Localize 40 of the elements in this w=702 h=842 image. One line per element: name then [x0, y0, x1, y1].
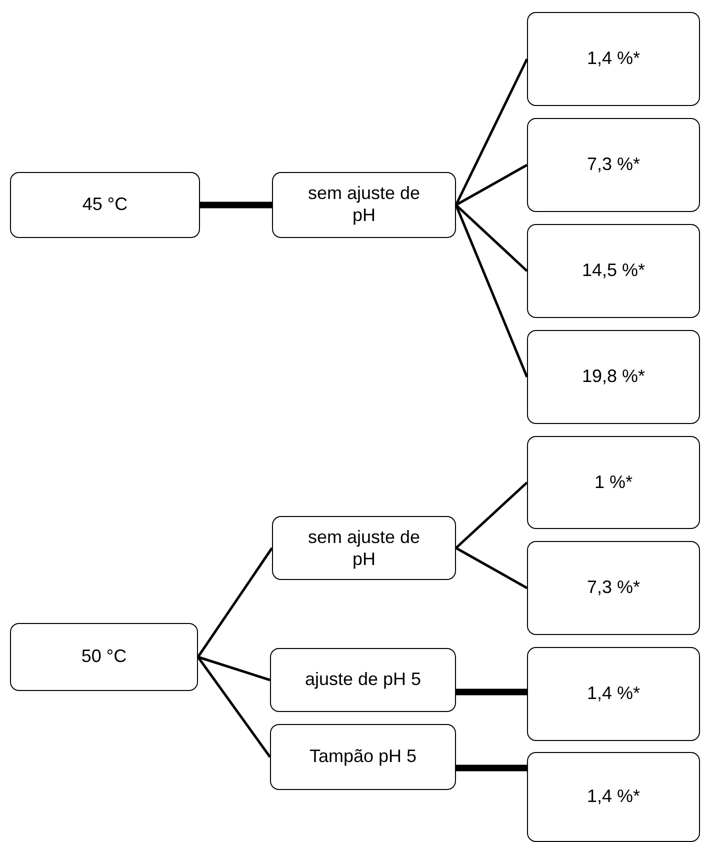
connector-line: [456, 688, 527, 696]
box-label: 1 %*: [594, 472, 633, 494]
rounded-box: [527, 647, 700, 741]
connector-line: [196, 547, 274, 658]
rounded-box: [527, 541, 700, 635]
box-label: Tampão pH 5: [309, 746, 417, 768]
connector-line: [455, 204, 528, 272]
connector-line: [455, 482, 528, 549]
box-label: 19,8 %*: [582, 366, 646, 388]
box-label: 1,4 %*: [586, 48, 640, 70]
rounded-box: [270, 724, 456, 790]
rounded-box: [527, 12, 700, 106]
box-label: 7,3 %*: [586, 154, 640, 176]
connector-line: [455, 546, 528, 590]
rounded-box: [527, 436, 700, 529]
box-label: 50 °C: [81, 646, 127, 668]
box-label: 14,5 %*: [582, 260, 646, 282]
box-label: 1,4 %*: [586, 786, 640, 808]
rounded-box: [10, 172, 200, 238]
box-label: 45 °C: [82, 194, 128, 216]
connector-line: [456, 764, 527, 772]
rounded-box: [527, 118, 700, 212]
box-label: ajuste de pH 5: [304, 669, 422, 691]
connector-line: [454, 58, 528, 206]
connector-line: [454, 204, 528, 378]
connector-line: [455, 164, 528, 206]
rounded-box: [272, 516, 456, 580]
rounded-box: [10, 623, 198, 691]
connector-line: [200, 202, 272, 208]
connector-line: [196, 656, 272, 758]
rounded-box: [270, 648, 456, 712]
connector-line: [198, 656, 270, 682]
box-label: 1,4 %*: [586, 683, 640, 705]
rounded-box: [527, 330, 700, 424]
rounded-box: [527, 752, 700, 842]
box-label: sem ajuste de pH: [306, 183, 422, 226]
rounded-box: [272, 172, 456, 238]
box-label: sem ajuste de pH: [306, 527, 422, 570]
rounded-box: [527, 224, 700, 318]
box-label: 7,3 %*: [586, 577, 640, 599]
